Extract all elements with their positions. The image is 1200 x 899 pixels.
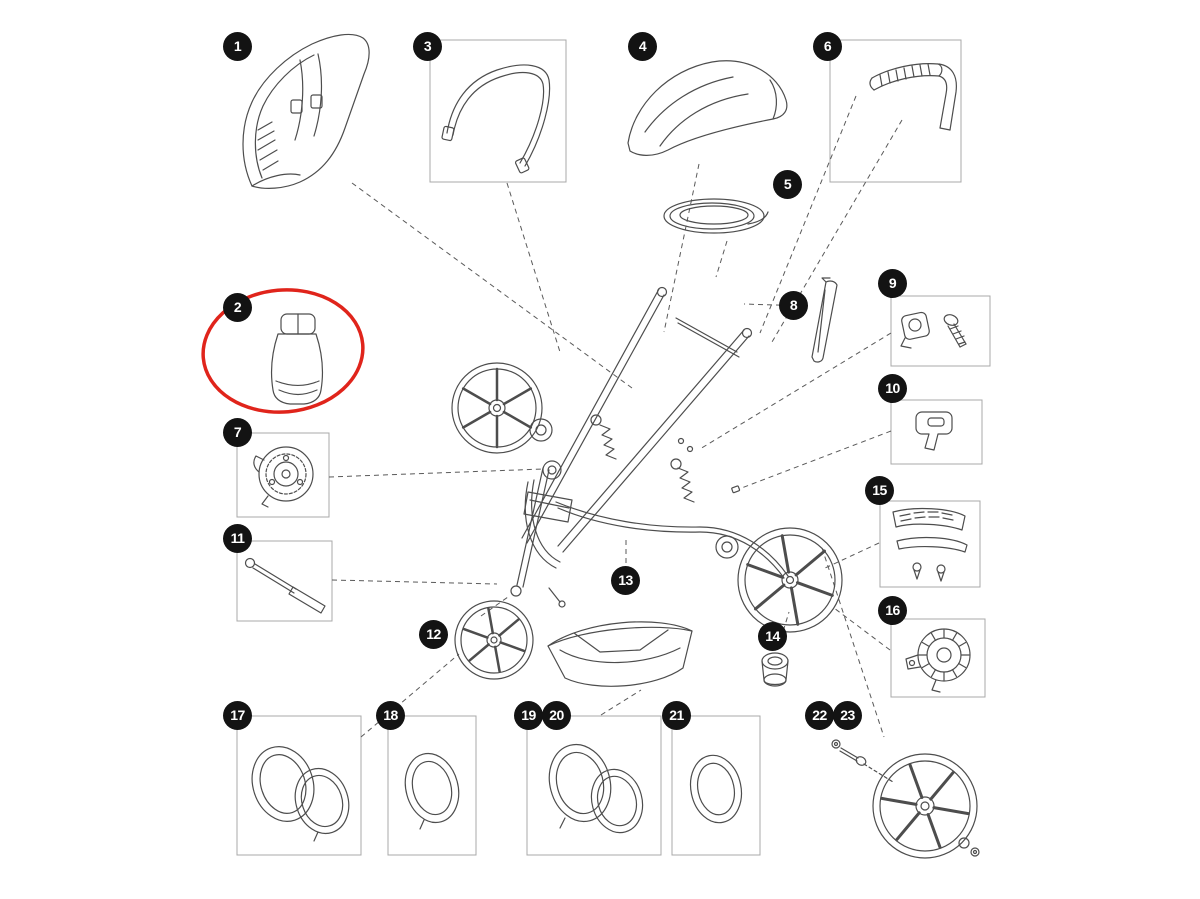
part-badge-17[interactable]: 17 [223, 701, 252, 730]
cover-part-art [271, 313, 323, 405]
clip-art [915, 411, 953, 451]
part-badge-11[interactable]: 11 [223, 524, 252, 553]
part-badge-18[interactable]: 18 [376, 701, 405, 730]
seat-art [242, 33, 370, 189]
part-badge-10[interactable]: 10 [878, 374, 907, 403]
part-box-7 [236, 432, 330, 518]
part-badge-5[interactable]: 5 [773, 170, 802, 199]
part-boxes [236, 39, 991, 856]
part-box-18 [387, 715, 477, 856]
part-box-9 [890, 295, 991, 367]
part-badge-1[interactable]: 1 [223, 32, 252, 61]
part-box-15 [879, 500, 981, 588]
part-box-21 [671, 715, 761, 856]
tire-tube-pair2-art [548, 743, 644, 834]
part-badge-9[interactable]: 9 [878, 269, 907, 298]
part-badge-22[interactable]: 22 [805, 701, 834, 730]
frame-bar-art [441, 64, 551, 174]
brake-drum-art [253, 446, 314, 508]
part-box-19-20 [526, 715, 662, 856]
handlebar-art [869, 63, 957, 131]
footrest-art [892, 507, 968, 582]
part-box-16 [890, 618, 986, 698]
part-badge-8[interactable]: 8 [779, 291, 808, 320]
part-box-3 [429, 39, 567, 183]
part-box-6 [829, 39, 962, 183]
part-box-11 [236, 540, 333, 622]
front-wheel-art [454, 600, 534, 680]
part-box-17 [236, 715, 362, 856]
basket-art [547, 621, 693, 687]
brake-disc-art [905, 628, 971, 693]
highlight-ellipse-part-2 [201, 288, 365, 414]
part-badge-14[interactable]: 14 [758, 622, 787, 651]
part-badge-19[interactable]: 19 [514, 701, 543, 730]
part-badge-16[interactable]: 16 [878, 596, 907, 625]
clamp-bolt-art [900, 311, 967, 349]
canopy-art [627, 60, 788, 156]
part-box-10 [890, 399, 983, 465]
part-badge-20[interactable]: 20 [542, 701, 571, 730]
coiled-tube-art [663, 198, 769, 234]
hub-cap-art [761, 652, 789, 687]
chassis-art [451, 286, 843, 633]
part-badge-15[interactable]: 15 [865, 476, 894, 505]
inner-tube-art [404, 752, 460, 830]
connector-lines [328, 95, 903, 738]
strap-art [811, 277, 838, 363]
tire-tube-pair-art [251, 746, 350, 842]
part-badge-2[interactable]: 2 [223, 293, 252, 322]
part-badge-23[interactable]: 23 [833, 701, 862, 730]
shock-strut-art [244, 557, 326, 614]
part-badge-21[interactable]: 21 [662, 701, 691, 730]
inner-tube2-art [689, 754, 743, 824]
rear-wheel-axle-art [831, 739, 980, 859]
part-badge-4[interactable]: 4 [628, 32, 657, 61]
part-badge-7[interactable]: 7 [223, 418, 252, 447]
part-badge-6[interactable]: 6 [813, 32, 842, 61]
part-badge-12[interactable]: 12 [419, 620, 448, 649]
part-badge-13[interactable]: 13 [611, 566, 640, 595]
part-badge-3[interactable]: 3 [413, 32, 442, 61]
